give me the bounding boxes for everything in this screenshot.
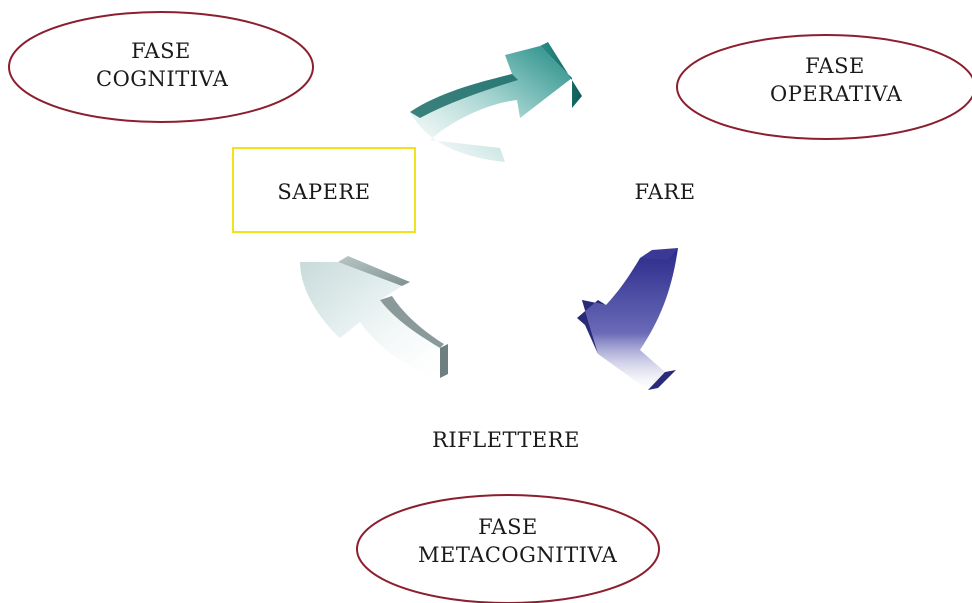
operative-phase-ellipse	[676, 34, 972, 140]
operative-phase-label: FASE OPERATIVA	[770, 52, 903, 108]
sapere-box	[232, 147, 416, 233]
operative-phase-line2: OPERATIVA	[770, 82, 903, 106]
metacognitive-phase-label: FASE METACOGNITIVA	[418, 513, 618, 569]
cognitive-phase-line1: FASE	[131, 39, 191, 63]
sapere-label: SAPERE	[277, 180, 371, 204]
fare-label: FARE	[634, 180, 696, 204]
riflettere-label: RIFLETTERE	[432, 428, 580, 452]
cognitive-phase-line2: COGNITIVA	[96, 67, 229, 91]
metacognitive-phase-ellipse	[356, 494, 660, 603]
teal-curved-arrow	[410, 42, 582, 162]
gray-curved-arrow	[300, 256, 448, 378]
operative-phase-line1: FASE	[805, 54, 865, 78]
metacognitive-phase-line2: METACOGNITIVA	[418, 543, 618, 567]
metacognitive-phase-line1: FASE	[478, 515, 538, 539]
cognitive-phase-ellipse	[8, 11, 314, 123]
blue-curved-arrow	[577, 248, 678, 390]
cognitive-phase-label: FASE COGNITIVA	[96, 37, 229, 93]
